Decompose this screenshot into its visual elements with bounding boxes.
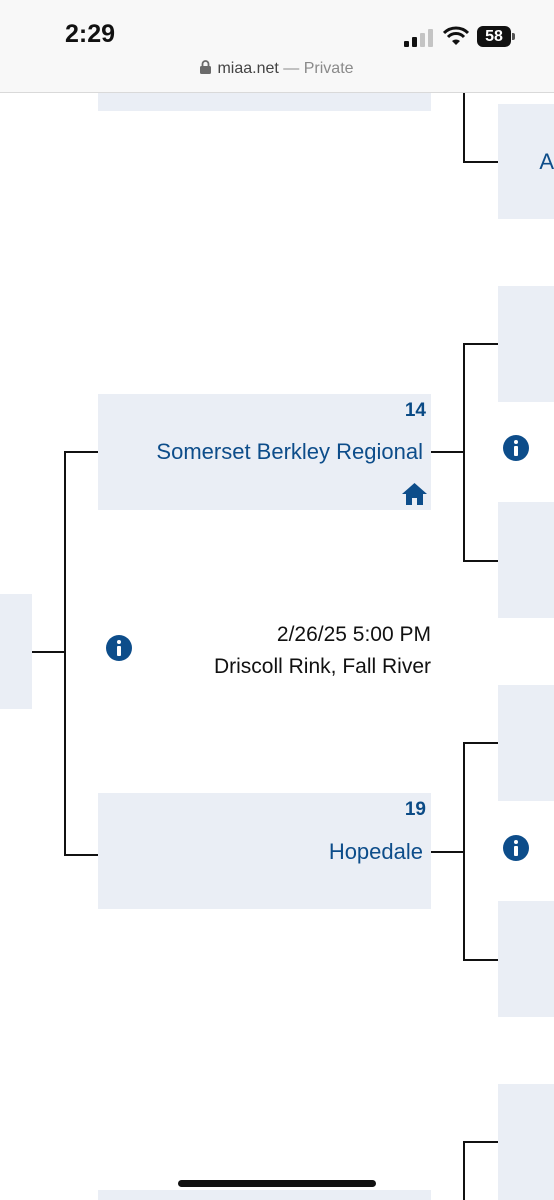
lock-icon (200, 60, 212, 74)
team-slot-top[interactable] (98, 394, 431, 510)
game-date-time: 2/26/25 5:00 PM (276, 623, 431, 646)
game-info-icon[interactable] (106, 635, 132, 661)
connector-line (463, 343, 465, 562)
connector-line (463, 161, 498, 163)
game-info-icon[interactable] (503, 835, 529, 861)
team-name-link[interactable]: Somerset Berkley Regional (156, 439, 423, 464)
bracket-slot-previous-round[interactable] (0, 594, 32, 709)
connector-line (64, 451, 98, 453)
clock: 2:29 (65, 20, 116, 48)
connector-line (463, 560, 498, 562)
private-label: — Private (278, 60, 354, 77)
connector-line (463, 93, 465, 163)
connector-line (463, 959, 498, 961)
connector-line (431, 451, 465, 453)
connector-line (32, 651, 65, 653)
partial-team-name[interactable]: A (539, 149, 554, 174)
connector-line (463, 1141, 498, 1143)
team-slot-bottom[interactable] (98, 793, 431, 909)
bracket-slot-partial[interactable] (498, 901, 554, 1017)
address-bar[interactable]: miaa.net — Private (0, 60, 554, 78)
bracket-slot-partial[interactable] (98, 1190, 431, 1200)
bracket-slot-partial[interactable] (498, 502, 554, 618)
battery-icon: 58 (477, 26, 515, 47)
cellular-signal-icon (404, 29, 434, 47)
connector-line (463, 1141, 465, 1200)
url-domain: miaa.net (217, 60, 279, 77)
status-bar: 2:29 58 miaa.net — Private (0, 0, 554, 93)
connector-line (463, 742, 498, 744)
home-indicator[interactable] (178, 1180, 376, 1187)
bracket-slot-partial[interactable] (98, 93, 431, 111)
connector-line (463, 343, 498, 345)
bracket-slot-partial[interactable] (498, 286, 554, 402)
connector-line (463, 742, 465, 961)
bracket-slot-partial[interactable] (498, 104, 554, 219)
game-info-icon[interactable] (503, 435, 529, 461)
wifi-icon (443, 26, 469, 45)
connector-line (64, 451, 66, 856)
bracket-slot-partial[interactable] (498, 685, 554, 801)
home-icon (402, 483, 427, 505)
connector-line (64, 854, 98, 856)
team-name-link[interactable]: Hopedale (328, 839, 423, 864)
bracket-slot-partial[interactable] (498, 1084, 554, 1200)
game-details: 2/26/25 5:00 PM Driscoll Rink, Fall Rive… (150, 619, 431, 683)
game-location: Driscoll Rink, Fall River (213, 655, 431, 678)
team-seed: 14 (404, 400, 426, 421)
team-seed: 19 (404, 799, 426, 820)
connector-line (431, 851, 465, 853)
